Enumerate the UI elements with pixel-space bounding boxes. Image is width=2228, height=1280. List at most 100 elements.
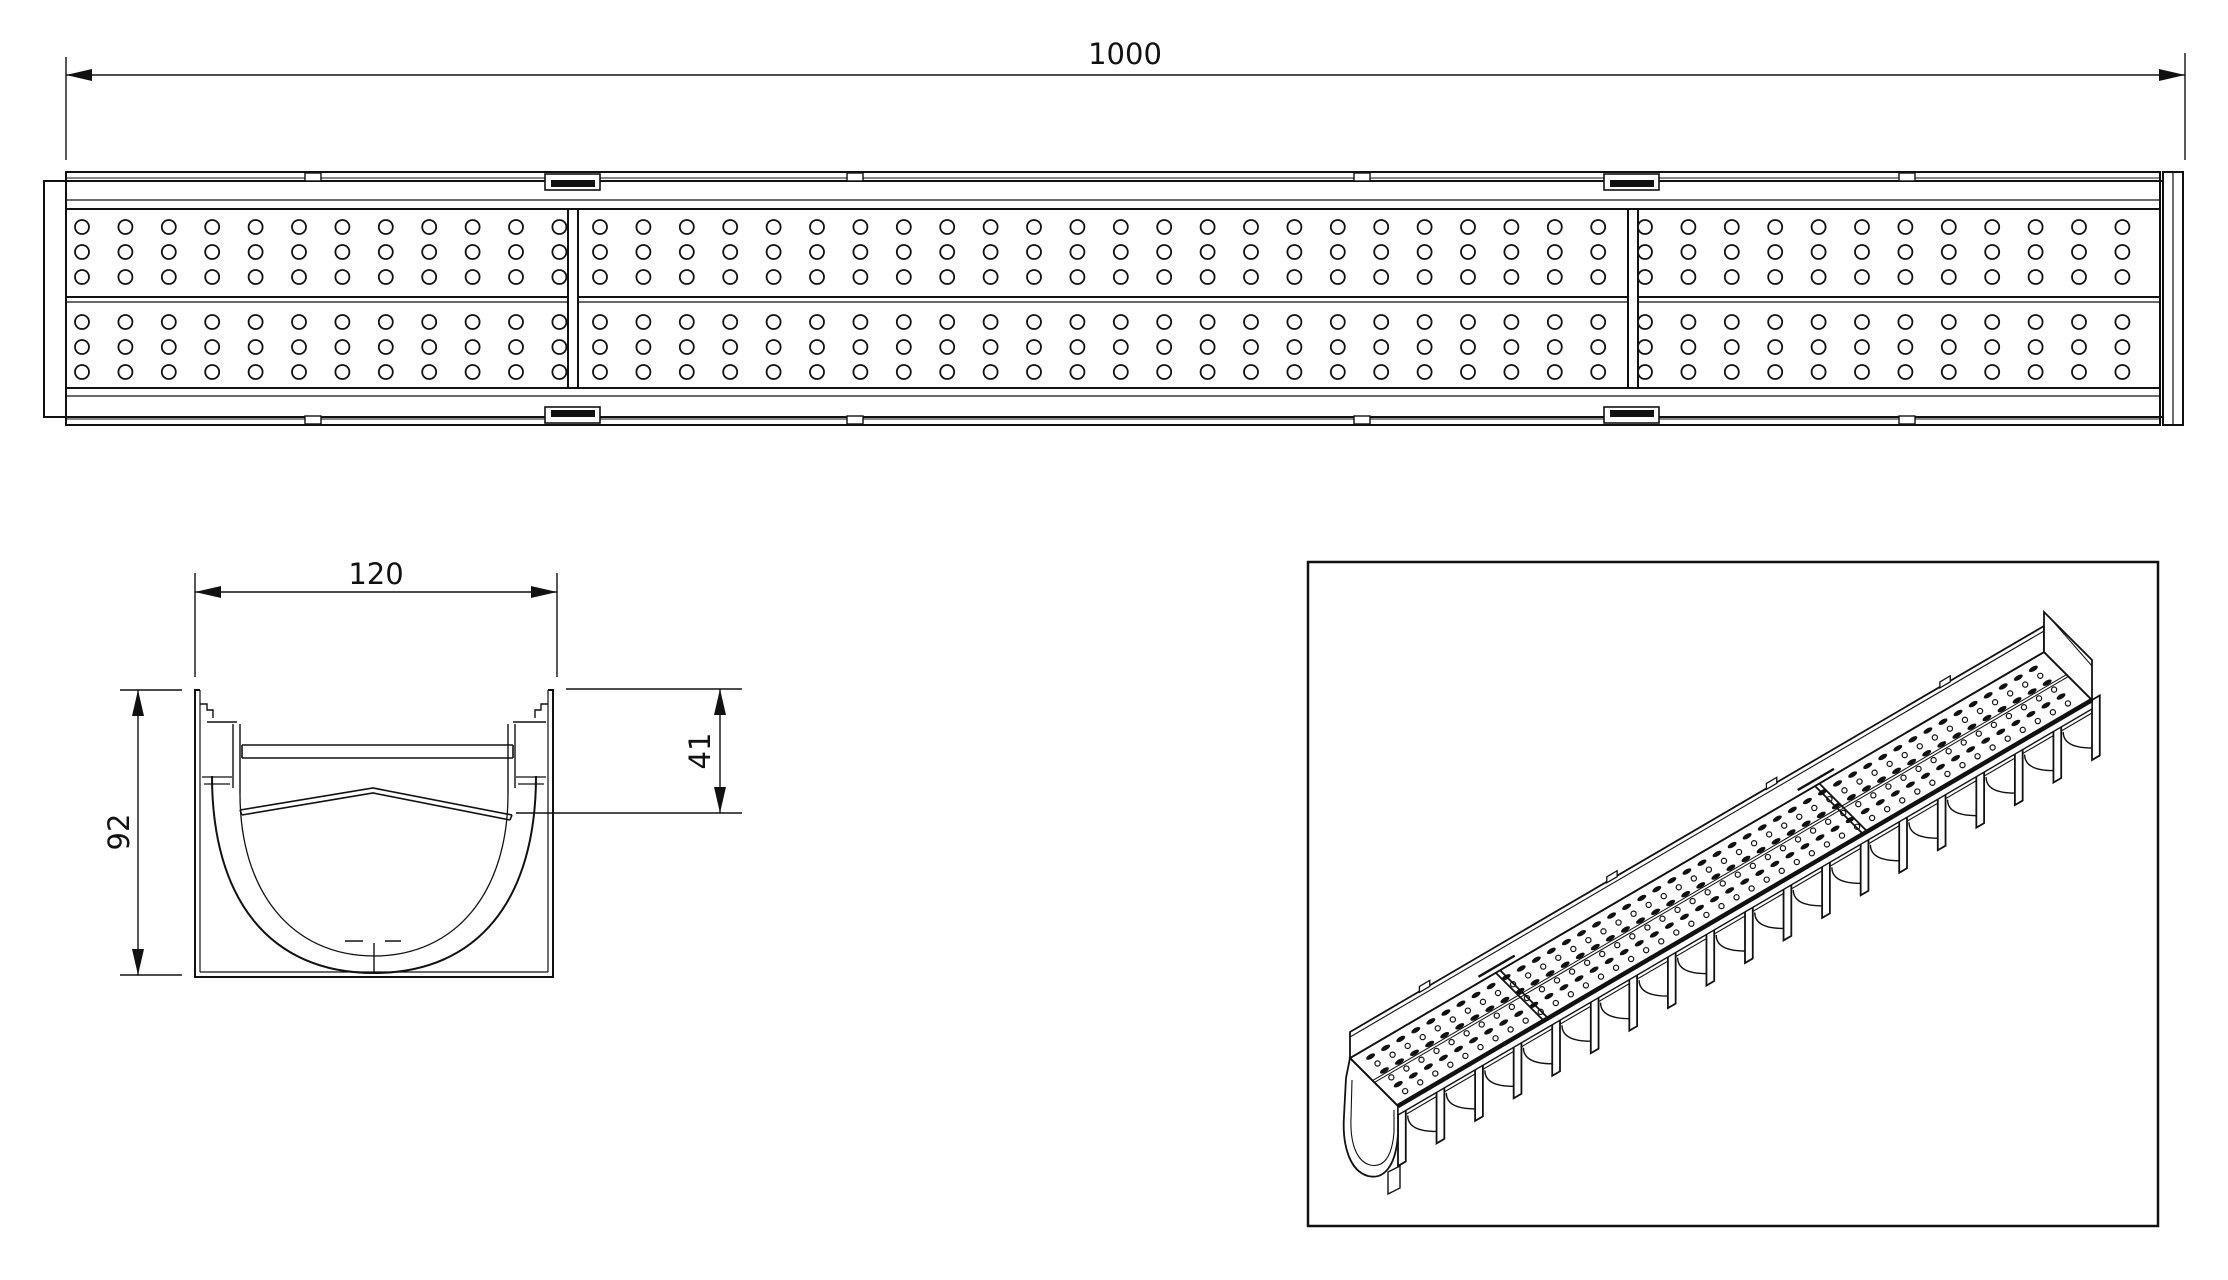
grate-hole	[2071, 339, 2087, 355]
grate-hole	[1720, 857, 1728, 865]
grate-hole	[1463, 1030, 1470, 1037]
grate-hole	[1590, 269, 1607, 285]
grate-hole	[1838, 832, 1846, 839]
grate-hole	[1856, 778, 1863, 785]
grate-hole	[1940, 339, 1957, 355]
grate-slot	[1531, 956, 1541, 963]
grate-hole	[1503, 364, 1520, 380]
grate-slot	[1546, 947, 1556, 955]
grate-hole	[1658, 938, 1665, 945]
grate-hole	[1680, 219, 1697, 235]
grate-hole	[765, 244, 782, 260]
grate-hole	[982, 269, 999, 285]
grate-slot	[1770, 860, 1780, 868]
grate-slot	[1652, 885, 1662, 893]
front-top-edge	[1396, 698, 2094, 1108]
grate-hole	[1767, 339, 1784, 355]
grate-segment-divider	[1627, 208, 1639, 389]
locking-clip-bar	[551, 180, 595, 187]
grate-hole	[1984, 219, 2001, 235]
grate-hole	[1538, 986, 1546, 993]
grate-slot	[2042, 679, 2052, 686]
grate-hole	[160, 339, 177, 355]
grate-hole	[1583, 959, 1591, 966]
grate-hole	[678, 244, 695, 260]
grate-hole	[1810, 339, 1827, 355]
grate-slot	[2012, 697, 2022, 704]
grate-hole	[377, 339, 394, 355]
grate-hole	[1615, 919, 1622, 926]
grate-hole	[2071, 364, 2087, 380]
channel-underside-arc	[1407, 1115, 1437, 1133]
grate-hole	[204, 244, 221, 260]
grate-hole	[1373, 244, 1390, 260]
grate-hole	[1329, 364, 1346, 380]
grate-hole	[1944, 770, 1951, 778]
grate-hole	[1940, 269, 1957, 285]
grate-seam-line	[1372, 674, 2067, 1081]
grate-hole	[117, 219, 134, 235]
grate-slot	[1742, 833, 1752, 840]
grate-slot	[1456, 1000, 1466, 1007]
grate-hole	[982, 219, 999, 235]
grate-slot	[1785, 851, 1795, 859]
grate-hole	[1503, 244, 1520, 260]
grate-hole	[809, 339, 825, 355]
grate-slot	[1815, 834, 1825, 841]
grate-hole	[1388, 1074, 1395, 1081]
grate-slot	[1996, 728, 2006, 735]
channel-underside-arc	[1445, 1092, 1476, 1110]
grate-hole	[1416, 339, 1433, 355]
grate-hole	[809, 244, 825, 260]
grate-hole	[247, 339, 264, 355]
grate-hole	[678, 314, 695, 330]
grate-slot	[1846, 794, 1856, 801]
grate-hole	[1401, 1087, 1409, 1095]
grate-hole	[2071, 269, 2087, 285]
grate-hole	[1112, 244, 1129, 260]
channel-underside-arc	[1754, 912, 1784, 930]
grate-hole	[160, 364, 177, 380]
grate-slot	[1861, 785, 1871, 792]
grate-hole	[160, 314, 177, 330]
grate-hole	[247, 269, 264, 285]
grate-hole	[1637, 314, 1653, 330]
grate-hole	[1637, 244, 1653, 260]
grate-hole	[1680, 314, 1697, 330]
grate-hole	[74, 269, 90, 285]
grate-slot	[1981, 737, 1991, 744]
grate-slot	[1426, 1018, 1436, 1025]
grate-hole	[1897, 314, 1914, 330]
grate-hole	[1026, 364, 1042, 380]
grate-hole	[1794, 836, 1802, 843]
grate-hole	[1112, 269, 1129, 285]
grate-slot	[1771, 838, 1781, 845]
grate-slot	[1772, 815, 1782, 822]
grate-hole	[1546, 219, 1563, 235]
grate-slot	[1787, 806, 1797, 814]
grate-hole	[1984, 269, 2001, 285]
grate-hole	[551, 219, 568, 235]
grate-slot	[1592, 921, 1602, 928]
channel-underside-arc	[1869, 844, 1900, 862]
grate-hole	[1546, 269, 1563, 285]
channel-underside-arc	[1831, 867, 1861, 885]
grate-hole	[1961, 716, 1969, 724]
grate-hole	[1590, 364, 1607, 380]
grate-slot	[1982, 714, 1992, 722]
grate-hole	[1199, 314, 1216, 330]
grate-hole	[421, 219, 438, 235]
grate-hole	[592, 219, 608, 235]
channel-underside-arc	[1522, 1047, 1553, 1065]
grate-hole	[1960, 739, 1967, 746]
grate-hole	[1582, 982, 1590, 989]
edge-tab	[1898, 415, 1916, 425]
grate-hole	[722, 269, 739, 285]
grate-hole	[1417, 1079, 1424, 1086]
channel-underside-arc	[2023, 754, 2054, 772]
grate-hole	[1718, 902, 1725, 910]
grate-slot	[1907, 758, 1917, 766]
grate-hole	[1112, 364, 1129, 380]
grate-slot	[1741, 855, 1751, 863]
grate-hole	[1824, 818, 1832, 825]
